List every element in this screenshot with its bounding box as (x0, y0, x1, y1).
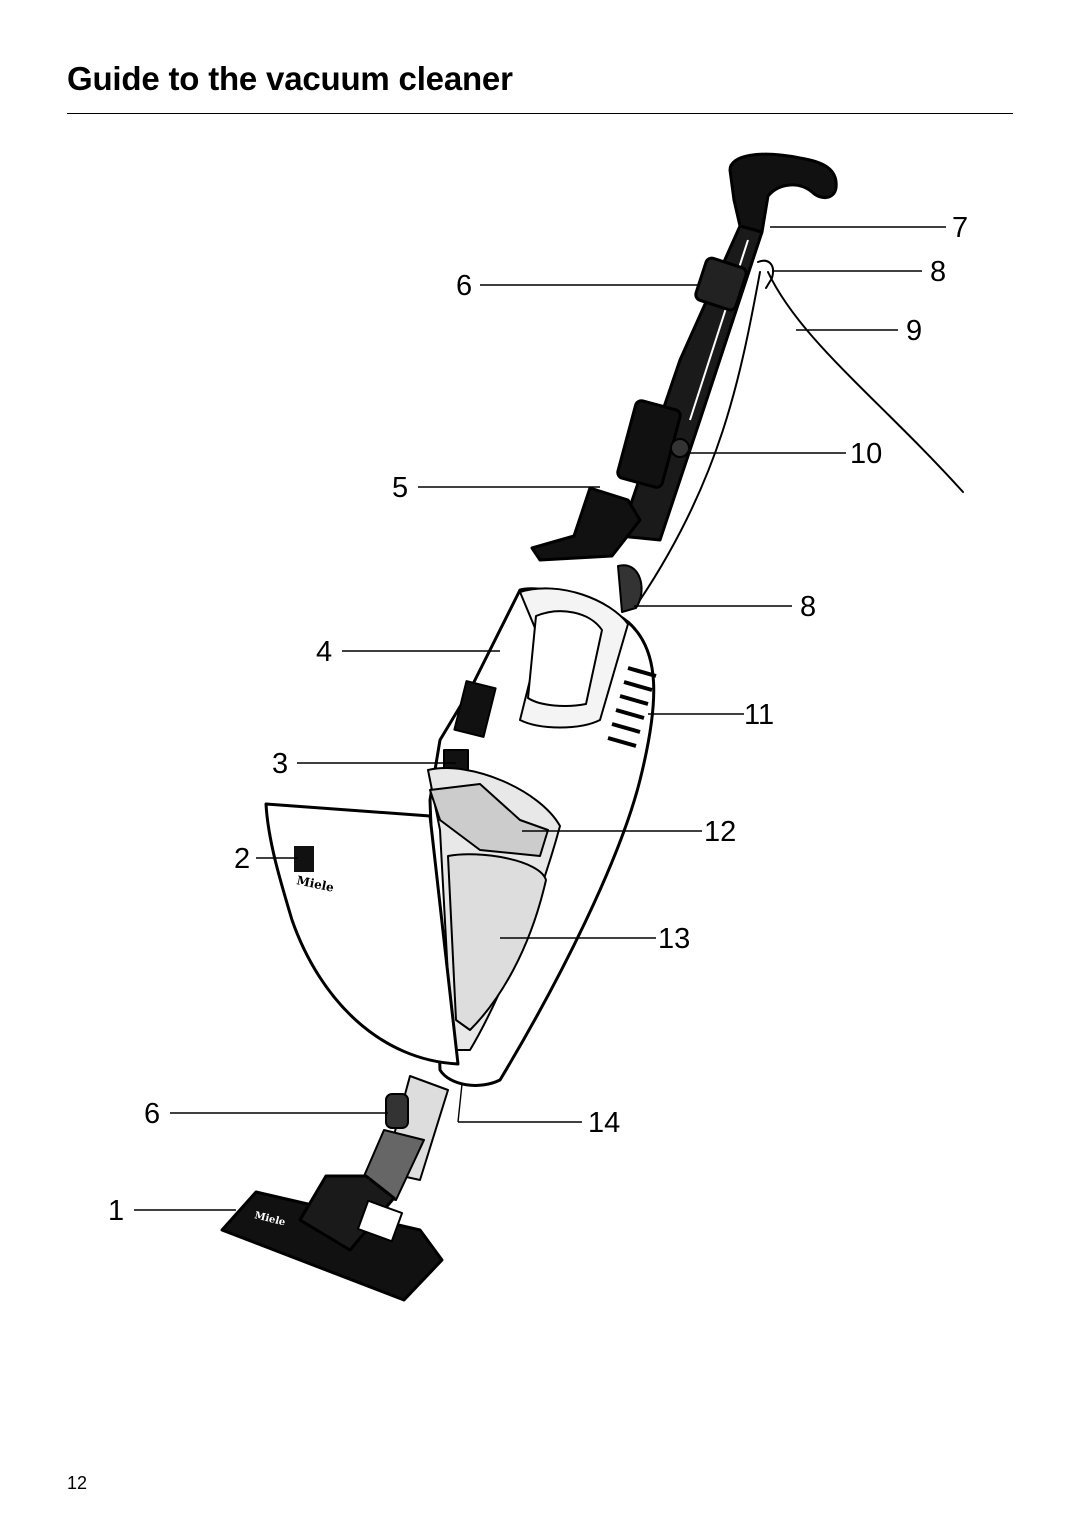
leader-lines (134, 226, 946, 1211)
callout-3: 3 (272, 748, 288, 780)
title-rule (67, 113, 1013, 114)
page-title: Guide to the vacuum cleaner (67, 60, 513, 97)
lid (264, 802, 460, 1066)
callout-5: 5 (392, 472, 408, 504)
callout-7: 7 (952, 212, 968, 244)
callout-12: 12 (704, 816, 736, 848)
callout-2: 2 (234, 843, 250, 875)
power-cable (767, 271, 964, 493)
suction-control (453, 680, 497, 738)
dustbag (447, 853, 547, 1031)
callout-10: 10 (850, 438, 882, 470)
floor-head-pedal (356, 1199, 404, 1243)
page-number: 12 (67, 1473, 88, 1493)
rotary-knob (670, 438, 690, 458)
cable-hook-lower (617, 564, 643, 613)
cable-loop (639, 271, 761, 601)
callout-6-lower: 6 (144, 1098, 160, 1130)
dusting-brush (530, 486, 642, 562)
callout-14: 14 (588, 1107, 620, 1139)
exhaust-vents (607, 666, 657, 748)
callout-1: 1 (108, 1195, 124, 1227)
callout-13: 13 (658, 923, 690, 955)
callout-8-upper: 8 (930, 256, 946, 288)
floor-head-neck (298, 1174, 396, 1252)
cable-hook-upper (757, 259, 774, 289)
callout-9: 9 (906, 315, 922, 347)
callout-6-upper: 6 (456, 270, 472, 302)
parking-clip (451, 1079, 463, 1123)
tube-catch-upper (694, 256, 748, 312)
bag-holder (429, 783, 549, 857)
handle (728, 152, 838, 234)
handle-opening (527, 610, 603, 707)
callout-8-lower: 8 (800, 591, 816, 623)
floor-head (220, 1190, 444, 1302)
lid-logo-badge (294, 846, 314, 872)
tube-catch-lower (385, 1093, 409, 1129)
callout-11: 11 (744, 699, 774, 731)
callout-numbers: 7 6 8 9 10 5 8 4 11 3 12 2 13 6 14 1 (108, 212, 968, 1227)
callout-4: 4 (316, 636, 332, 668)
